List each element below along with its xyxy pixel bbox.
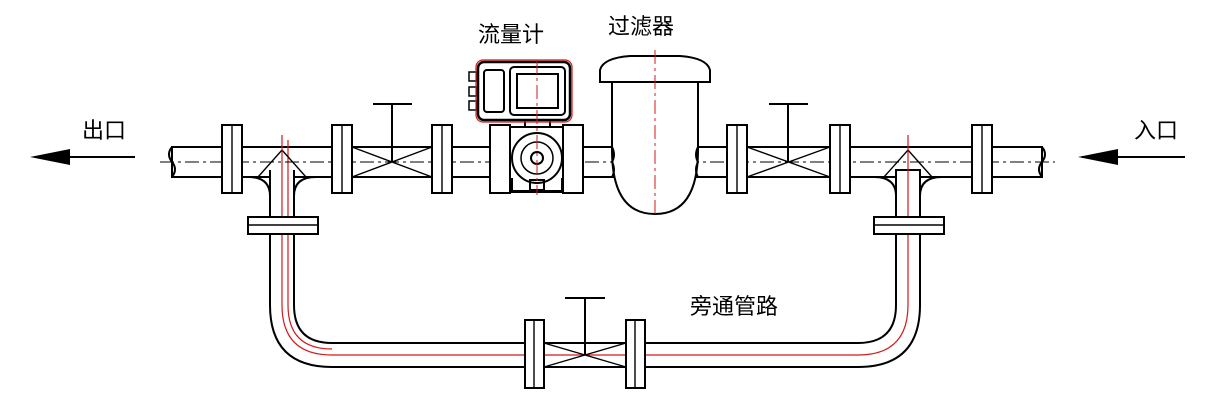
bypass-label: 旁通管路 xyxy=(690,295,778,320)
filter xyxy=(583,50,727,216)
outlet-label: 出口 xyxy=(82,119,126,144)
valve-bypass xyxy=(524,297,646,389)
filter-label: 过滤器 xyxy=(608,15,674,40)
flowmeter xyxy=(468,59,584,195)
valve-inlet-side xyxy=(746,103,831,178)
arrow-left-icon xyxy=(1078,149,1185,165)
arrow-left-icon xyxy=(30,149,135,165)
bypass-flanges xyxy=(247,216,945,235)
flowmeter-label: 流量计 xyxy=(478,23,544,48)
inlet-label: 入口 xyxy=(1134,119,1178,144)
main-flanges xyxy=(221,124,993,194)
valve-outlet-side xyxy=(351,103,433,178)
bypass-pipe xyxy=(247,135,943,368)
